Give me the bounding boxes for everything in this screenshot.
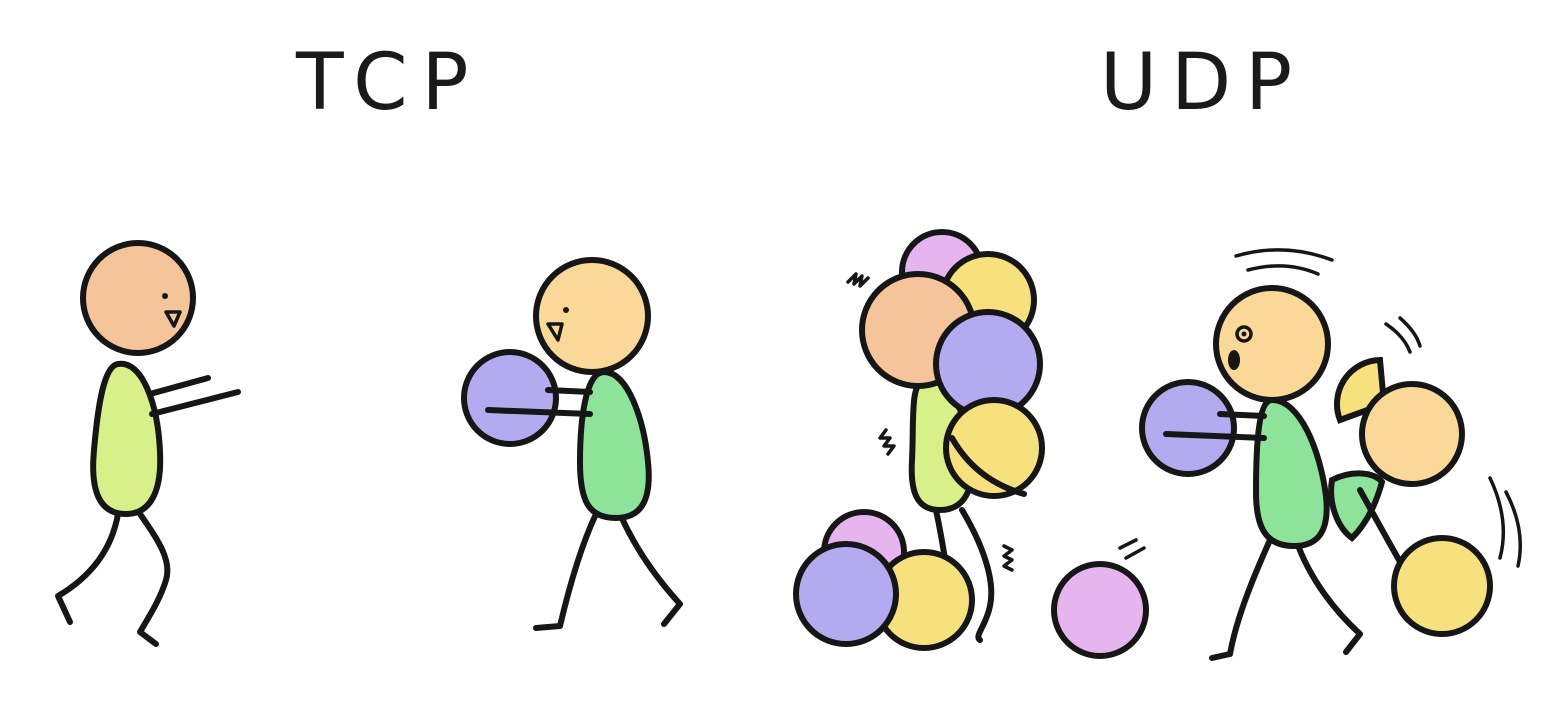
tcp-receiver-figure [461,257,683,631]
udp-panic-line-2 [1246,264,1320,276]
udp-motion-line-2 [1398,316,1422,348]
udp-bouncing-ball [1051,538,1149,659]
udp-ball-pink-loose [1051,561,1149,659]
udp-sender-eye [1235,325,1253,343]
udp-sender-figure [1139,248,1522,661]
udp-sender-mouth [1228,350,1240,370]
tcp-sender-left-leg [55,511,121,625]
udp-shake-squiggle-2 [878,428,896,456]
tcp-sender-right-leg [137,511,171,647]
udp-falling-body [1328,470,1386,542]
tcp-receiver-lower-arm [485,407,593,417]
tcp-sender-head [80,240,196,356]
udp-sender-pupil [1241,331,1247,337]
udp-sender-ball-purple [1139,379,1237,477]
udp-ground-ball-purple [793,541,899,647]
tcp-receiver-eye [563,307,569,313]
tcp-sender-figure [55,240,241,647]
udp-title: UDP [1100,38,1307,128]
tcp-receiver-mouth [546,322,564,342]
udp-overwhelmed-figure [793,229,1045,651]
tcp-receiver-right-leg [617,511,683,627]
udp-sender-lower-arm [1163,431,1267,441]
tcp-sender-body [90,360,164,518]
udp-shake-squiggle-3 [1002,544,1014,572]
udp-shake-squiggle-1 [846,272,870,288]
udp-panel: UDP [782,0,1564,728]
udp-ball-yellow-low [1391,535,1493,637]
udp-sender-left-leg [1209,537,1273,661]
udp-motion-line-4 [1504,490,1522,568]
tcp-sender-lower-arm [149,389,241,417]
udp-motion-line-3 [1488,476,1506,560]
udp-panic-line-1 [1234,248,1334,262]
tcp-sender-mouth [164,310,182,328]
udp-ball-motion-line-2 [1124,546,1146,560]
udp-sender-upper-arm [1217,411,1267,419]
udp-ball-motion-line-1 [1118,538,1138,550]
udp-motion-line-1 [1384,322,1412,354]
udp-sender-head [1213,285,1331,403]
tcp-title: TCP [296,38,483,128]
tcp-sender-eye [162,293,168,299]
tcp-sender-upper-arm [147,375,211,397]
tcp-panel: TCP [296,38,483,128]
tcp-ball-purple [461,349,559,447]
tcp-receiver-head [533,257,651,375]
udp-falling-head [1359,381,1465,487]
udp-sender-right-leg [1293,537,1363,655]
udp-overwhelmed-arm [949,435,1027,497]
udp-overwhelmed-right-leg [959,507,995,643]
tcp-receiver-left-leg [533,511,599,631]
udp-sender-body [1252,396,1330,550]
udp-pile-ball-yellow-middle [943,397,1045,499]
tcp-receiver-upper-arm [545,387,593,395]
tcp-receiver-body [576,368,652,522]
